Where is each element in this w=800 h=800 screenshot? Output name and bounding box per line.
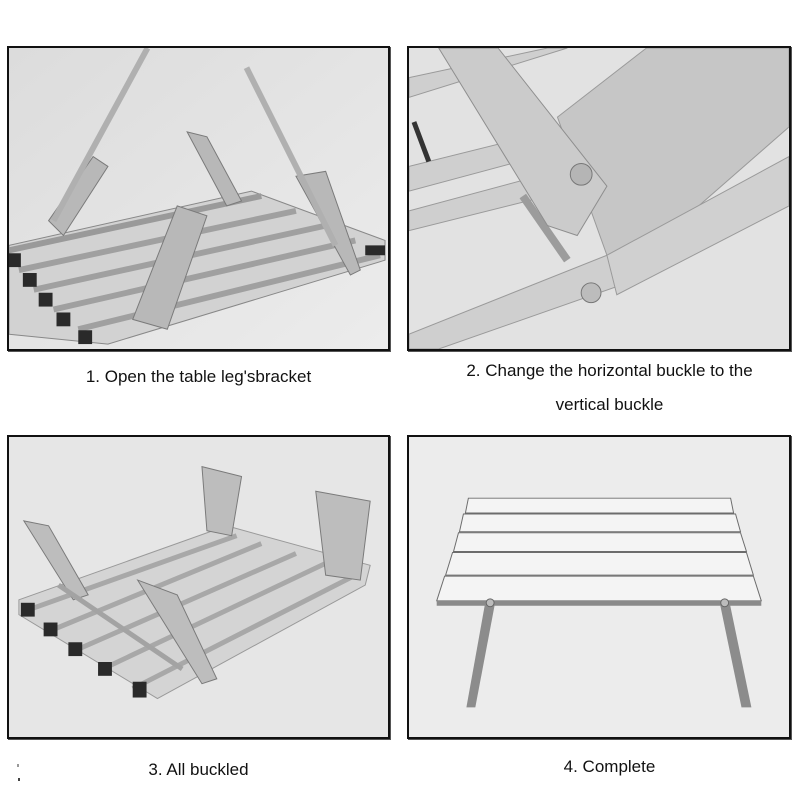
- completed-table-illustration: [409, 437, 789, 737]
- step-2-caption-line-1: 2. Change the horizontal buckle to the: [466, 361, 753, 380]
- step-4-photo: [407, 435, 791, 739]
- step-3-photo: [7, 435, 390, 739]
- step-2-caption-line-2: vertical buckle: [555, 395, 664, 414]
- all-buckled-frame-illustration: [9, 437, 388, 737]
- step-1-caption: 1. Open the table leg'sbracket: [85, 367, 312, 386]
- stray-dot: [18, 778, 20, 781]
- step-1-photo: [7, 46, 390, 351]
- step-3-caption: 3. All buckled: [148, 760, 249, 779]
- stray-dot: [17, 764, 19, 767]
- buckle-hinge-closeup-illustration: [409, 48, 789, 349]
- table-frame-open-brackets-illustration: [9, 48, 388, 349]
- step-2-caption: 2. Change the horizontal buckle to the v…: [407, 354, 800, 422]
- step-4-caption: 4. Complete: [563, 757, 656, 776]
- step-2-photo: [407, 46, 791, 351]
